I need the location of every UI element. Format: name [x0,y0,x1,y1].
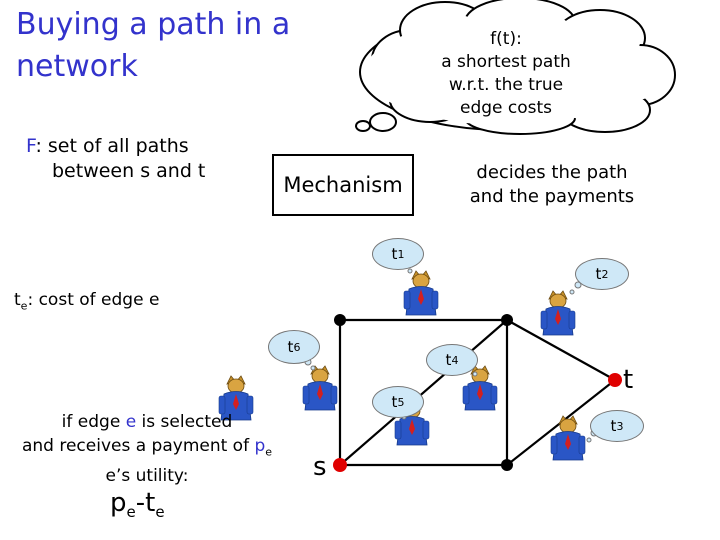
cost-t-sub: e [20,299,28,313]
network-edges [338,318,616,467]
agent-t4-t: t [445,351,452,369]
node-t [608,373,622,387]
decides-line-2: and the payments [469,186,635,207]
mechanism-box: Mechanism [272,154,414,216]
agent-figure-2 [540,290,576,336]
if-edge-e: e [125,412,137,432]
agent-t2-sub: 2 [601,267,609,281]
agent-t1-sub: 1 [397,247,405,261]
cost-rest: : cost of edge e [27,290,160,310]
agent-figure-3 [550,415,586,461]
set-f-symbol: F [26,135,36,157]
if-edge-line3: e’s utility: [105,466,189,487]
decides-text: decides the path and the payments [452,161,652,209]
agent-figure-1 [403,270,439,316]
mechanism-label: Mechanism [283,173,403,197]
cloud-line-4: edge costs [459,98,553,118]
thought-cloud-text: f(t): a shortest path w.r.t. the true ed… [422,28,590,120]
if-edge-p: p [254,436,266,456]
utility-p: p [110,488,127,518]
if-edge-line1a: if edge [61,412,126,432]
set-f-line1: : set of all paths [35,135,189,157]
cloud-line-1: f(t): [490,29,522,49]
utility-minus: - [135,488,146,518]
cloud-line-3: w.r.t. the true [448,75,564,95]
cost-t: t [14,290,21,310]
utility-t: t [145,488,156,518]
cost-definition: te: cost of edge e [14,290,159,312]
node-top-left [334,314,346,326]
cloud-line-2: a shortest path [441,52,571,72]
node-s-label: s [313,452,327,482]
node-top-right [501,314,513,326]
agent-t3-t: t [610,417,617,435]
agent-t4-sub: 4 [451,353,459,367]
if-edge-text: if edge e is selected and receives a pay… [2,410,292,488]
agent-t5-t: t [391,393,398,411]
set-f-definition: F: set of all paths between s and t [26,134,205,184]
node-s [333,458,347,472]
utility-t-sub: e [155,503,165,522]
node-t-label: t [623,365,634,395]
network-nodes [333,314,622,472]
slide-title: Buying a path in a network [16,7,291,84]
agent-t6-t: t [287,338,294,356]
utility-p-sub: e [126,503,136,522]
node-bottom-right [501,459,513,471]
agent-t2-t: t [595,265,602,283]
agent-t6-sub: 6 [293,340,301,354]
if-edge-line1b: is selected [136,412,233,432]
agent-figure-4 [462,365,498,411]
set-f-line2: between s and t [52,160,206,182]
utility-formula: pe-te [110,488,165,521]
decides-line-1: decides the path [476,162,628,183]
if-edge-p-sub: e [265,445,273,459]
thought-dots [355,112,397,132]
agent-figure-6 [302,365,338,411]
agent-t3-sub: 3 [616,419,624,433]
if-edge-line2a: and receives a payment of [21,436,255,456]
agent-t5-sub: 5 [397,395,405,409]
agent-t1-t: t [391,245,398,263]
